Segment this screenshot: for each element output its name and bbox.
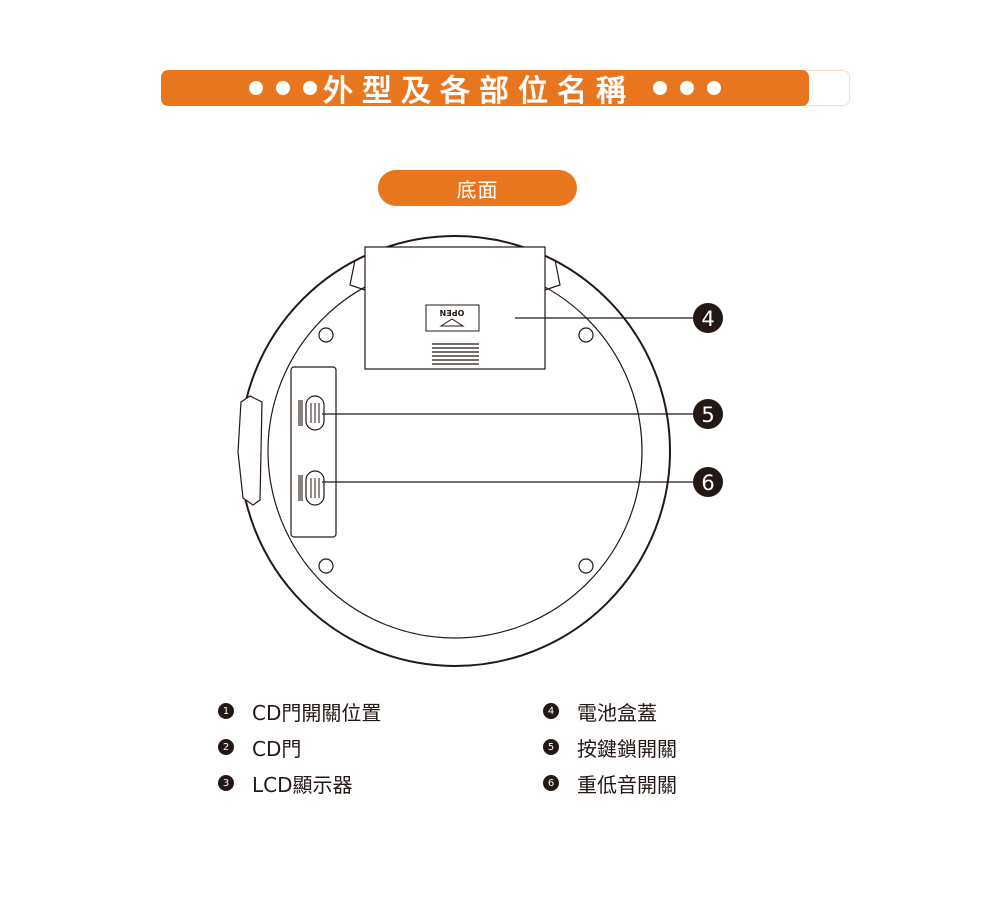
legend-item: 3 LCD顯示器 <box>218 768 353 798</box>
legend-label: LCD顯示器 <box>252 772 353 797</box>
header-dots-left <box>249 81 317 95</box>
dot-icon <box>707 81 721 95</box>
callout-6 <box>693 467 723 497</box>
callout-4 <box>693 303 723 333</box>
dot-icon <box>249 81 263 95</box>
legend-item: 6 重低音開關 <box>543 768 677 798</box>
dot-icon <box>303 81 317 95</box>
screw-hole <box>318 558 334 574</box>
open-label-box <box>425 304 480 332</box>
dot-icon <box>276 81 290 95</box>
legend-item: 2 CD門 <box>218 732 301 762</box>
legend-label: 電池盒蓋 <box>577 700 657 725</box>
legend-label: CD門 <box>252 736 302 761</box>
legend-item: 1 CD門開關位置 <box>218 696 381 726</box>
legend-number: 3 <box>218 775 234 791</box>
side-tab <box>237 395 263 506</box>
legend-number: 6 <box>543 775 559 791</box>
dot-icon <box>653 81 667 95</box>
page-title: 外型及各部位名稱 <box>323 74 635 109</box>
callout-5 <box>693 399 723 429</box>
legend-label: 按鍵鎖開關 <box>577 736 677 761</box>
legend-number: 2 <box>218 739 234 755</box>
legend-number: 1 <box>218 703 234 719</box>
bass-switch <box>298 470 325 506</box>
hold-switch <box>298 395 325 431</box>
legend-item: 4 電池盒蓋 <box>543 696 657 726</box>
header: 外型及各部位名稱 <box>161 70 809 109</box>
view-label: 底面 <box>378 170 577 206</box>
legend-number: 5 <box>543 739 559 755</box>
grip-ribs <box>432 343 479 365</box>
legend-item: 5 按鍵鎖開關 <box>543 732 677 762</box>
screw-hole <box>578 327 594 343</box>
notch-left <box>349 259 366 291</box>
legend-label: 重低音開關 <box>577 772 677 797</box>
header-dots-right <box>653 81 721 95</box>
callout-6-label: 6 <box>701 471 714 495</box>
callout-4-label: 4 <box>701 307 714 331</box>
legend-number: 4 <box>543 703 559 719</box>
screw-hole <box>578 558 594 574</box>
screw-hole <box>318 327 334 343</box>
switch-panel <box>290 366 337 538</box>
open-label: OPEN <box>440 308 465 317</box>
callout-5-label: 5 <box>701 403 714 427</box>
notch-right <box>544 259 561 291</box>
open-arrow-icon <box>439 318 465 327</box>
legend-label: CD門開關位置 <box>252 700 382 725</box>
dot-icon <box>680 81 694 95</box>
header-bar <box>161 70 809 106</box>
